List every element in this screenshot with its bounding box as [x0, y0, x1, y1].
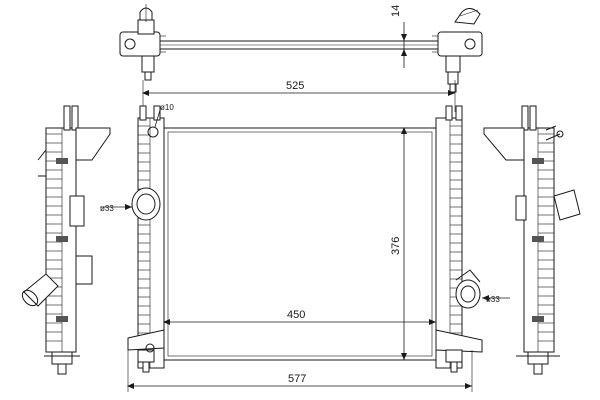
left-side-hose-neck — [23, 273, 59, 307]
top-right-bracket — [432, 8, 483, 93]
left-tank: ø10 ø33 — [100, 103, 174, 373]
right-tank: ø33 — [435, 105, 510, 373]
dim-label-525: 525 — [286, 80, 304, 92]
right-side-view — [483, 105, 581, 375]
top-left-bracket — [119, 4, 166, 81]
dim-core-width: 450 — [163, 309, 436, 325]
dim-label-left-inlet: ø33 — [100, 204, 114, 213]
dim-label-right-outlet: ø33 — [486, 295, 500, 304]
dim-core-height: 376 — [390, 127, 436, 361]
left-inlet-pipe — [131, 187, 161, 221]
top-view: 14 — [119, 4, 483, 93]
left-side-view — [21, 105, 111, 375]
dim-label-577: 577 — [288, 373, 306, 385]
dim-label-376: 376 — [390, 237, 402, 255]
dim-total-width: 577 — [127, 350, 473, 392]
dim-label-fitting: ø10 — [160, 103, 174, 112]
right-outlet-pipe — [455, 279, 481, 309]
dim-label-14: 14 — [390, 5, 402, 17]
dim-bar-thickness: 14 — [390, 5, 410, 68]
front-view: ø10 ø33 ø33 — [100, 103, 510, 392]
fitting-10-circle — [147, 126, 159, 138]
dim-top-width: 525 — [142, 80, 456, 112]
right-side-hose-neck — [553, 189, 581, 221]
dim-label-450: 450 — [287, 309, 305, 321]
